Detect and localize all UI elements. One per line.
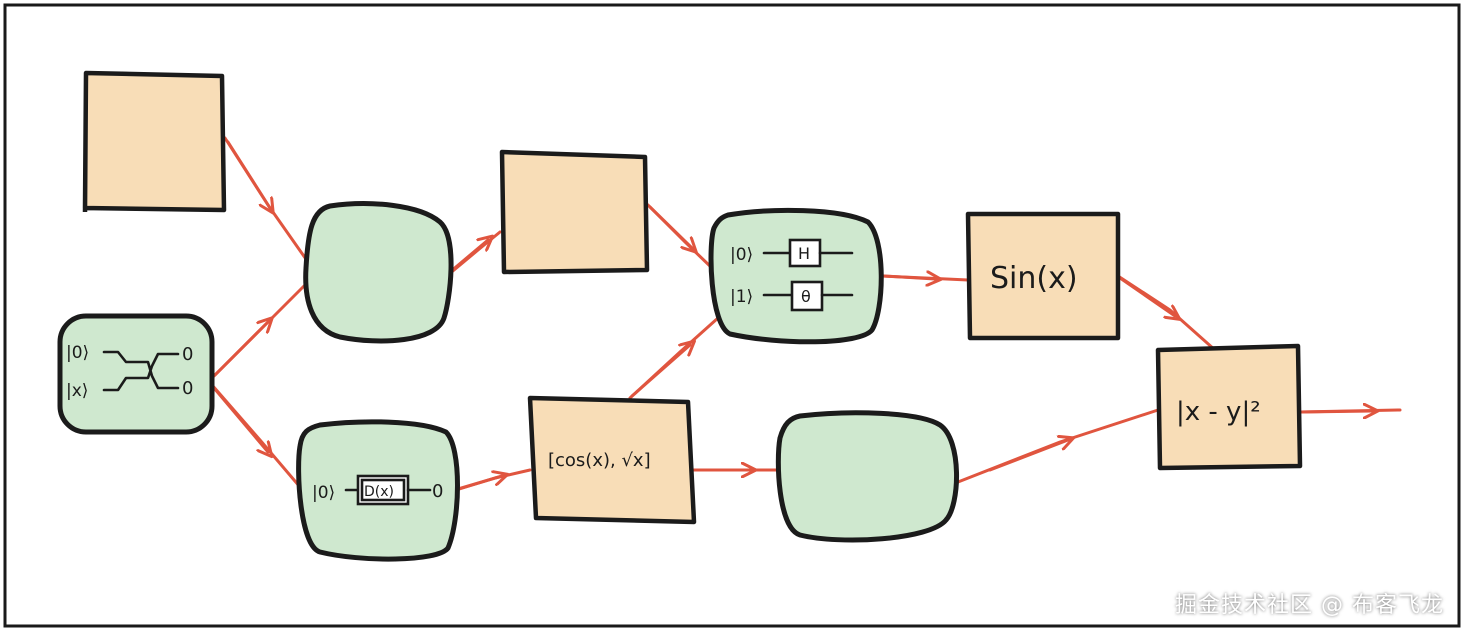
feature-map-node: [cos(x), √x] bbox=[527, 395, 697, 525]
edge-arrow-11 bbox=[988, 440, 1068, 472]
sin-node: Sin(x) bbox=[965, 211, 1121, 341]
edge-arrow-1 bbox=[226, 140, 270, 208]
edge-green-bottom-to-loss bbox=[956, 408, 1160, 484]
edge-arrow-9 bbox=[882, 276, 935, 279]
edge-arrow-2 bbox=[213, 322, 268, 377]
edge-arrow-6 bbox=[648, 205, 692, 248]
edge-arrow-12 bbox=[1300, 411, 1372, 412]
edge-arrow-7 bbox=[630, 345, 690, 398]
gate-h-label: H bbox=[798, 244, 810, 263]
circuit-out0-label: 0 bbox=[182, 344, 193, 365]
rotation-q0-label: |0⟩ bbox=[730, 245, 753, 265]
circuit-q1-label: |x⟩ bbox=[66, 381, 88, 401]
edge-arrow-3 bbox=[212, 386, 268, 452]
edge-arrow-5 bbox=[456, 476, 502, 491]
orange-node-blank-top bbox=[499, 149, 650, 275]
edge-arrow-10 bbox=[1118, 276, 1175, 316]
edges bbox=[210, 136, 1402, 492]
two-qubit-circuit-node: |0⟩ |x⟩ 0 0 bbox=[57, 313, 215, 435]
loss-label: |x - y|² bbox=[1176, 397, 1261, 427]
diagram-frame bbox=[3, 3, 1461, 628]
encode-gate-label: D(x) bbox=[364, 484, 394, 500]
gate-theta-label: θ bbox=[801, 287, 811, 306]
encode-out-label: 0 bbox=[432, 481, 443, 502]
input-node-blank bbox=[82, 70, 227, 213]
loss-node: |x - y|² bbox=[1155, 343, 1303, 471]
circuit-q0-label: |0⟩ bbox=[66, 343, 89, 363]
classical-node-green-mid bbox=[303, 201, 454, 344]
circuit-out1-label: 0 bbox=[182, 378, 193, 399]
encode-circuit-node: |0⟩ D(x) 0 bbox=[296, 419, 460, 562]
rotation-q1-label: |1⟩ bbox=[730, 287, 753, 307]
circuit-wires bbox=[102, 350, 180, 392]
feature-map-label: [cos(x), √x] bbox=[548, 450, 651, 471]
watermark: 掘金技术社区 @ 布客飞龙 bbox=[1175, 593, 1444, 618]
edge-arrow-4 bbox=[448, 240, 488, 274]
rotation-circuit-node: |0⟩ H |1⟩ θ bbox=[708, 207, 884, 345]
encode-q0-label: |0⟩ bbox=[312, 483, 335, 503]
sin-label: Sin(x) bbox=[990, 261, 1078, 296]
classical-node-green-bottom bbox=[775, 410, 960, 543]
